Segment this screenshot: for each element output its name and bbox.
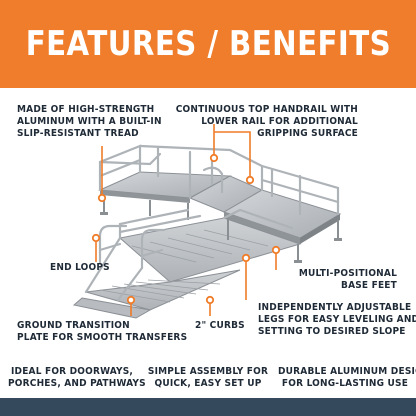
benefit-assembly: SIMPLE ASSEMBLY FOR QUICK, EASY SET UP (147, 366, 269, 389)
callout-dot (271, 245, 281, 255)
main-ramp (118, 217, 302, 283)
callout-dot (97, 193, 107, 203)
callout-curbs: 2" CURBS (195, 320, 245, 331)
callout-transition: GROUND TRANSITION PLATE FOR SMOOTH TRANS… (17, 320, 188, 343)
callout-base-feet: MULTI-POSITIONAL BASE FEET (298, 268, 397, 291)
callout-material: MADE OF HIGH-STRENGTH ALUMINUM WITH A BU… (17, 104, 162, 139)
benefit-doorways: IDEAL FOR DOORWAYS, PORCHES, AND PATHWAY… (8, 366, 146, 389)
footer-bar (0, 398, 416, 416)
callout-dot (126, 295, 136, 305)
callout-end-loops: END LOOPS (50, 262, 110, 273)
callout-legs: INDEPENDENTLY ADJUSTABLE LEGS FOR EASY L… (258, 302, 416, 337)
lower-ramp (85, 269, 241, 311)
benefit-durable: DURABLE ALUMINUM DESIGN FOR LONG-LASTING… (278, 366, 416, 389)
callout-handrail: CONTINUOUS TOP HANDRAIL WITH LOWER RAIL … (175, 104, 358, 139)
callout-dot (205, 295, 215, 305)
callout-dot (209, 153, 219, 163)
callout-dot (241, 253, 251, 263)
callout-dot (91, 233, 101, 243)
header-banner: FEATURES / BENEFITS (0, 0, 416, 88)
page-title: FEATURES / BENEFITS (25, 24, 391, 64)
callout-dot (245, 175, 255, 185)
